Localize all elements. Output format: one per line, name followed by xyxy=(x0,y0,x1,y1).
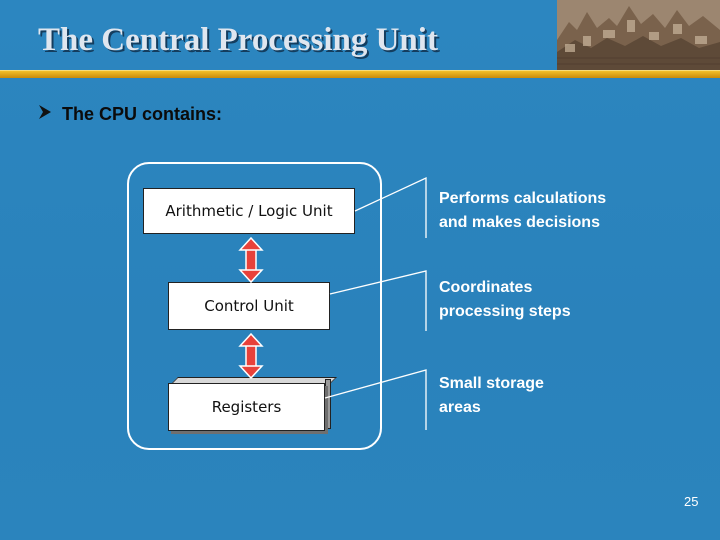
bullet-point: The CPU contains: xyxy=(38,104,222,125)
registers-description: Small storage areas xyxy=(439,372,544,420)
control-unit-description-line: Coordinates xyxy=(439,279,533,296)
alu-description-line: and makes decisions xyxy=(439,214,600,231)
bullet-text: The CPU contains: xyxy=(62,104,223,124)
alu-callout-line xyxy=(354,176,427,238)
control-callout-line xyxy=(329,270,427,331)
control-unit-description-line: processing steps xyxy=(439,303,571,320)
alu-label: Arithmetic / Logic Unit xyxy=(165,202,333,220)
double-arrow-icon xyxy=(238,332,264,380)
alu-description-line: Performs calculations xyxy=(439,190,607,207)
registers-box: Registers xyxy=(168,383,325,431)
bullet-arrow-icon xyxy=(38,104,54,125)
title-underline xyxy=(0,70,720,78)
registers-description-line: Small storage xyxy=(439,375,544,392)
registers-description-line: areas xyxy=(439,399,481,416)
page-number: 25 xyxy=(684,494,699,509)
double-arrow-icon xyxy=(238,236,264,284)
registers-label: Registers xyxy=(211,398,282,416)
alu-box: Arithmetic / Logic Unit xyxy=(143,188,355,234)
registers-box-side-face xyxy=(325,379,331,429)
alu-description: Performs calculations and makes decision… xyxy=(439,187,606,235)
registers-callout-line xyxy=(324,369,427,430)
control-unit-description: Coordinates processing steps xyxy=(439,276,571,324)
slide-title: The Central Processing Unit xyxy=(38,22,438,58)
cpu-outline xyxy=(127,162,382,450)
control-unit-label: Control Unit xyxy=(204,297,294,315)
decorative-photo xyxy=(557,0,720,72)
control-unit-box: Control Unit xyxy=(168,282,330,330)
